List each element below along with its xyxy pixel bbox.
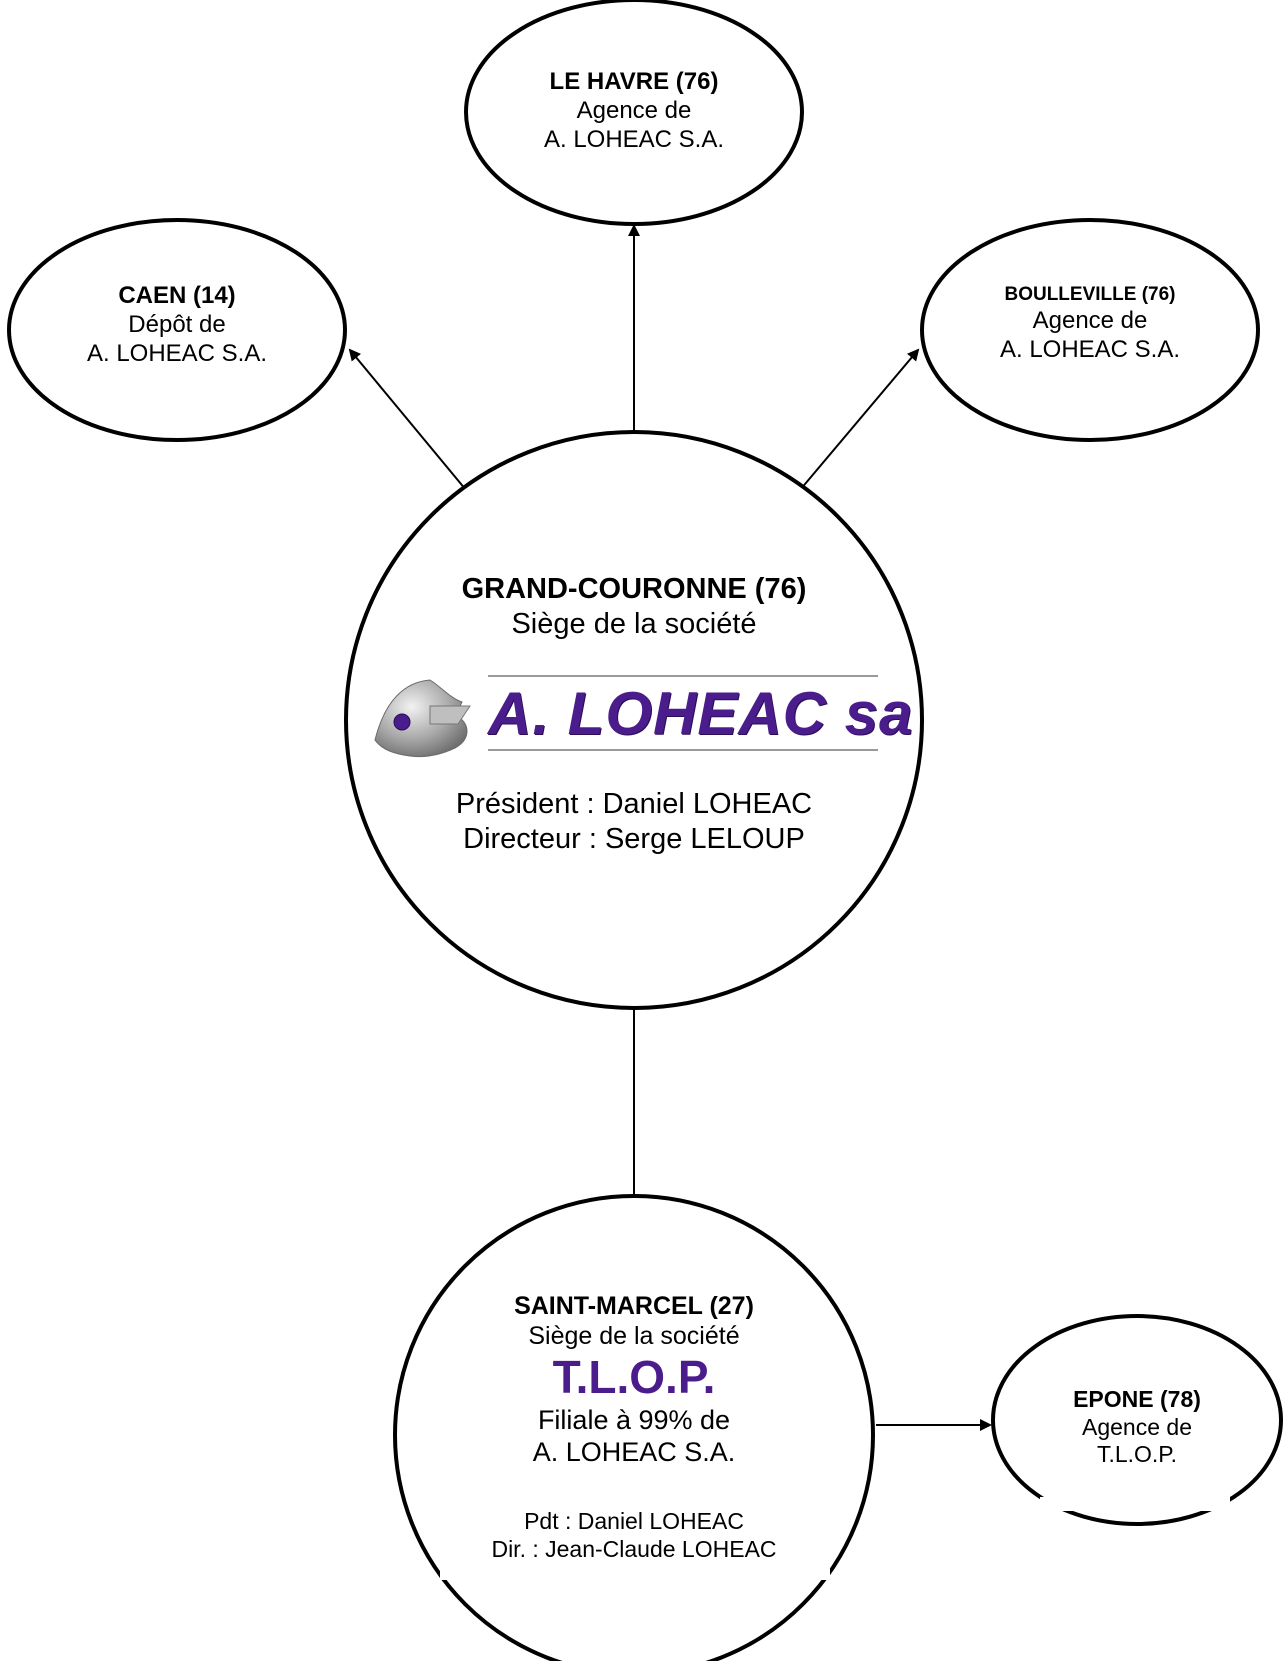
epone-label: EPONE (78) Agence de T.L.O.P.	[1017, 1386, 1257, 1469]
logo-text: A. LOHEAC sa	[488, 680, 914, 747]
caen-line1: Dépôt de	[128, 310, 226, 338]
grand-couronne-subtitle: Siège de la société	[511, 607, 757, 640]
saint-marcel-people: Pdt : Daniel LOHEAC Dir. : Jean-Claude L…	[454, 1508, 814, 1568]
le-havre-label: LE HAVRE (76) Agence de A. LOHEAC S.A.	[514, 68, 754, 154]
loheac-logo: A. LOHEAC sa	[370, 675, 912, 760]
le-havre-line1: Agence de	[576, 96, 692, 124]
boulleville-label: BOULLEVILLE (76) Agence de A. LOHEAC S.A…	[970, 284, 1210, 364]
logo-bottom-rule	[488, 749, 878, 751]
grand-couronne-directeur: Directeur : Serge LELOUP	[463, 822, 805, 855]
node-grand-couronne	[344, 430, 924, 1010]
boulleville-title: BOULLEVILLE (76)	[1004, 284, 1176, 305]
boulleville-line2: A. LOHEAC S.A.	[999, 335, 1181, 363]
node-saint-marcel	[393, 1194, 875, 1661]
tlop-company-name: T.L.O.P.	[552, 1351, 716, 1403]
saint-marcel-pdt: Pdt : Daniel LOHEAC	[524, 1508, 744, 1534]
saint-marcel-line2: A. LOHEAC S.A.	[532, 1437, 736, 1468]
logo-top-rule	[488, 675, 878, 677]
epone-line1: Agence de	[1082, 1413, 1192, 1440]
saint-marcel-line1: Filiale à 99% de	[537, 1404, 731, 1435]
epone-mask	[1040, 1497, 1230, 1511]
epone-line2: T.L.O.P.	[1096, 1441, 1178, 1468]
node-le-havre	[464, 0, 804, 226]
grand-couronne-title: GRAND-COURONNE (76)	[461, 573, 807, 605]
caen-line2: A. LOHEAC S.A.	[86, 339, 268, 367]
boulleville-line1: Agence de	[1032, 306, 1148, 334]
epone-title: EPONE (78)	[1073, 1386, 1201, 1412]
saint-marcel-subtitle: Siège de la société	[528, 1322, 740, 1350]
node-caen	[7, 218, 347, 442]
grand-couronne-people: Président : Daniel LOHEAC Directeur : Se…	[414, 787, 854, 857]
caen-label: CAEN (14) Dépôt de A. LOHEAC S.A.	[57, 282, 297, 368]
saint-marcel-dir: Dir. : Jean-Claude LOHEAC	[491, 1535, 777, 1562]
connector-caen	[348, 348, 467, 491]
saint-marcel-text-mask	[440, 1560, 830, 1580]
le-havre-line2: A. LOHEAC S.A.	[543, 125, 725, 153]
saint-marcel-label: SAINT-MARCEL (27) Siège de la société T.…	[454, 1291, 814, 1469]
connector-boulleville	[799, 348, 920, 491]
caen-title: CAEN (14)	[118, 282, 236, 309]
grand-couronne-header: GRAND-COURONNE (76) Siège de la société	[414, 572, 854, 642]
node-epone	[991, 1314, 1283, 1526]
le-havre-title: LE HAVRE (76)	[549, 68, 719, 95]
loheac-logo-emblem	[374, 679, 471, 758]
grand-couronne-president: Président : Daniel LOHEAC	[455, 788, 813, 820]
node-boulleville	[920, 218, 1260, 442]
saint-marcel-title: SAINT-MARCEL (27)	[514, 1292, 754, 1320]
